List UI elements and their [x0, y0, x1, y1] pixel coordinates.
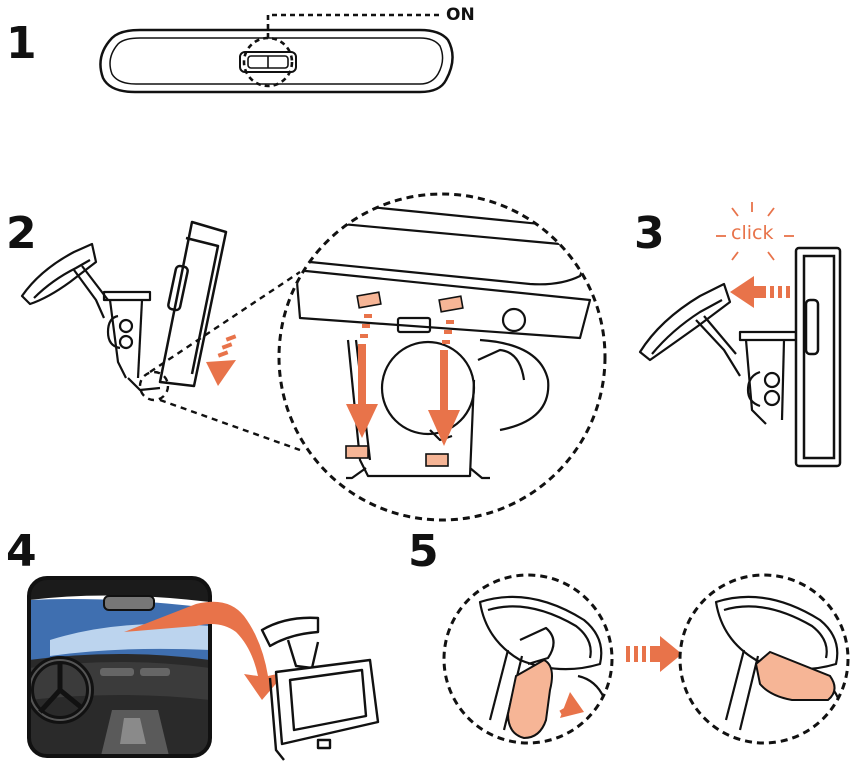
step5a-circle	[442, 573, 614, 745]
step2-gps-device-icon	[158, 220, 228, 388]
step-number-1: 1	[6, 18, 37, 69]
step4-gps-device-icon	[260, 616, 380, 761]
step5b-circle	[678, 573, 850, 745]
step5-arrow-icon	[626, 636, 682, 672]
zoom-detail	[279, 194, 605, 520]
lever-icon	[506, 658, 553, 740]
step-number-3: 3	[634, 208, 665, 259]
on-label: ON	[446, 5, 475, 25]
step3-windshield-mount-icon	[638, 282, 798, 425]
step-number-5: 5	[408, 526, 439, 577]
click-sparkle-icon	[716, 202, 794, 261]
step2-arrow-icon	[206, 334, 237, 386]
step-number-2: 2	[6, 208, 37, 259]
step-number-4: 4	[6, 526, 37, 577]
step3-gps-device-icon	[794, 246, 842, 468]
zoom-circle	[277, 192, 607, 522]
step5a-suction-cup-icon	[444, 575, 612, 743]
power-switch-icon	[239, 13, 440, 88]
step5b-suction-cup-icon	[680, 575, 848, 743]
lever-icon-closed	[754, 650, 836, 701]
zoom-connector	[138, 271, 301, 452]
car-interior-icon	[27, 576, 212, 758]
click-label: click	[731, 222, 774, 244]
step1-mirror-device	[99, 28, 454, 94]
step3-arrow-icon	[730, 276, 790, 308]
step2-windshield-mount-icon	[20, 242, 161, 392]
step4-arrow-icon	[124, 601, 286, 700]
